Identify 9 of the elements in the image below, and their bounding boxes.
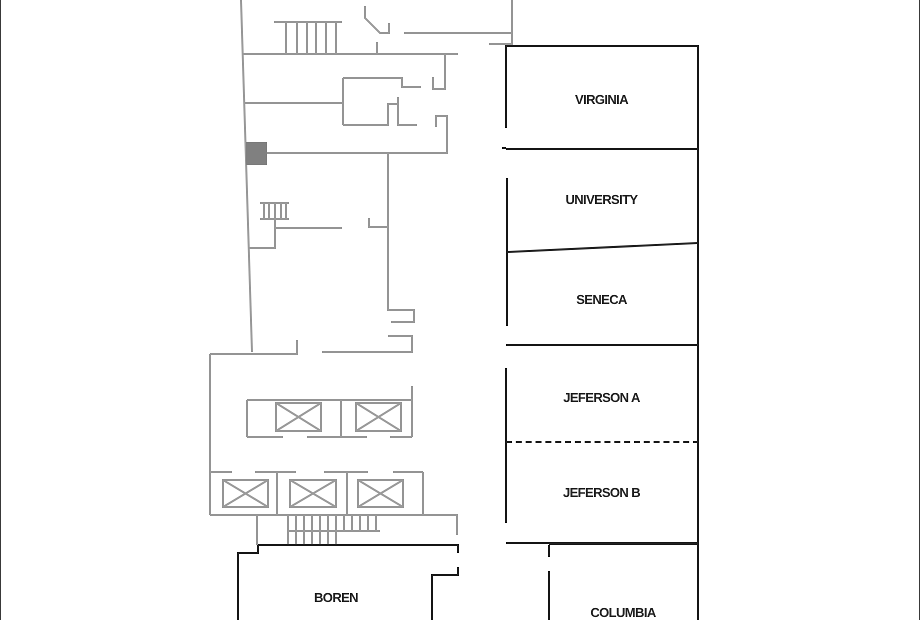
room-name: BOREN	[314, 590, 358, 605]
room-name: COLUMBIA	[590, 605, 656, 620]
meeting-room	[506, 441, 699, 544]
room-name: JEFERSON B	[562, 485, 640, 500]
meeting-room	[549, 543, 699, 620]
room-name: SENECA	[576, 292, 627, 307]
room-name: JEFERSON A	[563, 390, 640, 405]
room-name: VIRGINIA	[575, 92, 628, 107]
room-name: UNIVERSITY	[565, 192, 638, 207]
